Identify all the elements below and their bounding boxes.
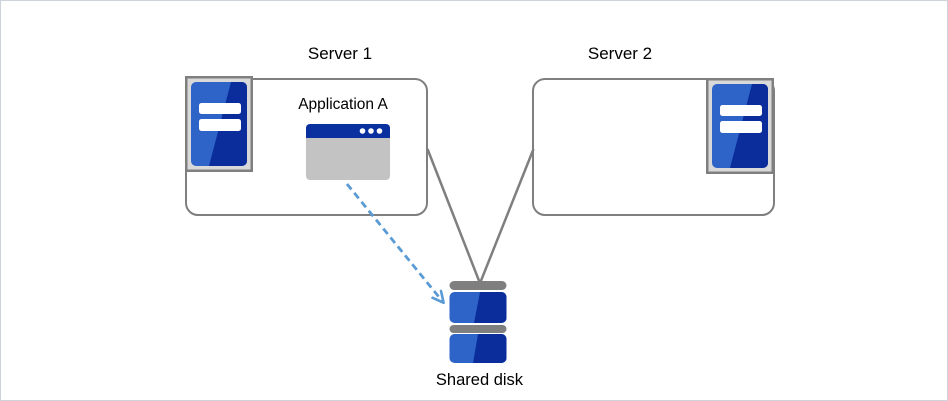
window-dot bbox=[368, 128, 374, 134]
connector-server2-disk bbox=[479, 148, 535, 283]
app-window-icon bbox=[306, 124, 390, 180]
shared-disk-label: Shared disk bbox=[435, 371, 524, 389]
server-tower-icon bbox=[185, 76, 253, 172]
application-label: Application A bbox=[298, 96, 388, 113]
server2-label: Server 2 bbox=[587, 44, 653, 63]
window-dot bbox=[376, 128, 383, 134]
connector-server1-disk bbox=[426, 148, 481, 283]
window-dot bbox=[359, 128, 366, 134]
server-tower-icon bbox=[706, 78, 774, 174]
server1-label: Server 1 bbox=[307, 44, 373, 63]
disk-stack-icon bbox=[449, 281, 507, 363]
